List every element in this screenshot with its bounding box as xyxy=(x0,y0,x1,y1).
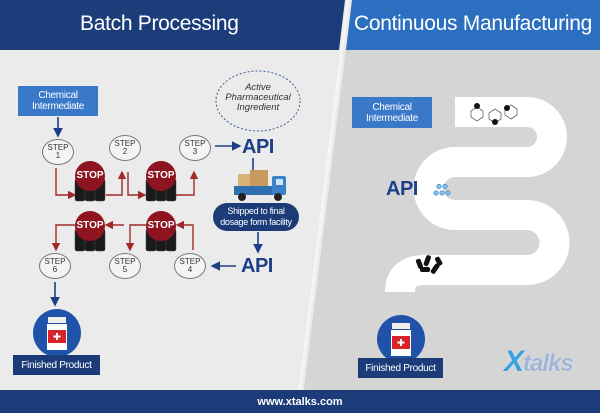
batch-api-label-bottom: API xyxy=(241,255,273,277)
continuous-api-label: API xyxy=(386,178,418,200)
batch-title: Batch Processing xyxy=(80,12,239,35)
medicine-bottle-icon xyxy=(377,315,425,363)
continuous-flow-path xyxy=(385,97,570,294)
barrels-icon xyxy=(145,161,177,202)
continuous-finished-product: Finished Product xyxy=(358,358,443,378)
shipping-note: Shipped to final dosage form facility xyxy=(213,203,299,231)
barrels-icon xyxy=(74,161,106,202)
continuous-chemical-intermediate: Chemical Intermediate xyxy=(352,97,432,128)
molecule-icons xyxy=(470,103,518,125)
medicine-bottle-icon xyxy=(33,309,81,357)
batch-flow-arrows xyxy=(50,70,301,307)
batch-finished-product: Finished Product xyxy=(13,355,100,375)
barrels-icon xyxy=(74,211,106,252)
tablets-icon xyxy=(415,255,443,274)
continuous-title: Continuous Manufacturing xyxy=(354,12,592,35)
stop-label: STOP xyxy=(147,220,175,231)
xtalks-logo: Xtalks xyxy=(504,345,574,378)
footer-url[interactable]: www.xtalks.com xyxy=(257,395,343,408)
api-definition-note: Active Pharmaceutical Ingredient xyxy=(225,82,291,113)
stop-label: STOP xyxy=(147,170,175,181)
stop-label: STOP xyxy=(76,170,104,181)
batch-chemical-intermediate: Chemical Intermediate xyxy=(18,86,98,116)
stop-label: STOP xyxy=(76,220,104,231)
barrels-icon xyxy=(145,211,177,252)
batch-api-label-top: API xyxy=(242,136,274,158)
api-particles-icon xyxy=(433,183,451,196)
truck-icon xyxy=(234,170,286,201)
